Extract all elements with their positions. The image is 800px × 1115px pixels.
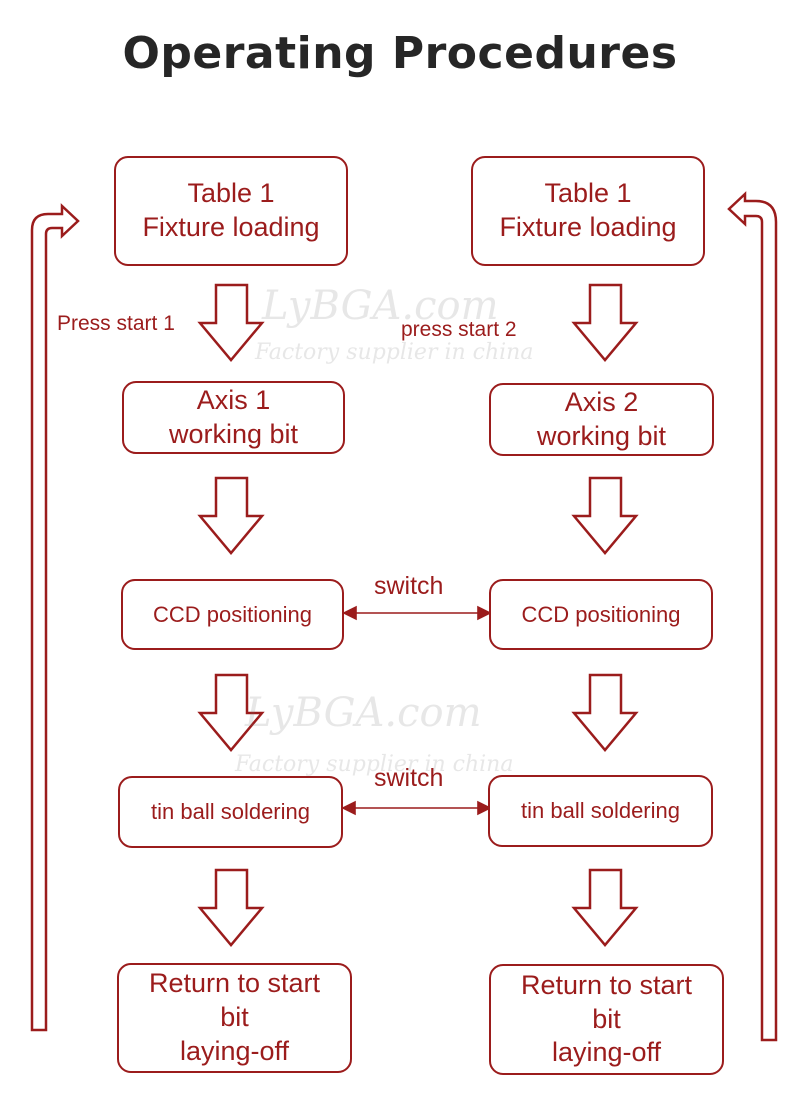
box-line: Return to start <box>148 968 321 999</box>
right-fixture-loading-box: Table 1 Fixture loading <box>471 156 705 266</box>
down-arrow-icon <box>571 283 639 362</box>
right-edge-label: press start 2 <box>401 318 517 341</box>
box-line: bit <box>592 1003 621 1034</box>
down-arrow-icon <box>571 868 639 947</box>
box-line: Axis 2 <box>564 386 639 417</box>
box-line: working bit <box>168 418 299 449</box>
box-line: Table 1 <box>187 178 275 209</box>
arrowhead-right-icon <box>477 605 492 621</box>
left-axis-box: Axis 1 working bit <box>122 381 345 454</box>
box-line: Axis 1 <box>196 384 271 415</box>
left-fixture-loading-box: Table 1 Fixture loading <box>114 156 348 266</box>
box-line: working bit <box>536 420 667 451</box>
box-line: CCD positioning <box>153 601 312 627</box>
arrowhead-left-icon <box>342 605 357 621</box>
watermark-logo: LyBGA.com <box>245 690 482 736</box>
left-edge-label: Press start 1 <box>57 312 175 335</box>
box-line: Fixture loading <box>499 212 677 242</box>
down-arrow-icon <box>197 476 265 555</box>
watermark-tagline: Factory supplier in china <box>235 752 514 777</box>
box-line: CCD positioning <box>521 601 681 627</box>
left-return-box: Return to start bit laying-off <box>117 963 352 1073</box>
box-line: tin ball soldering <box>521 798 680 824</box>
right-ccd-positioning-box: CCD positioning <box>489 579 713 650</box>
down-arrow-icon <box>197 673 265 752</box>
box-line: Table 1 <box>544 178 632 209</box>
down-arrow-icon <box>197 868 265 947</box>
arrowhead-right-icon <box>477 800 492 816</box>
right-axis-box: Axis 2 working bit <box>489 383 714 456</box>
down-arrow-icon <box>571 673 639 752</box>
return-loop-arrow-icon <box>727 191 778 1042</box>
down-arrow-icon <box>571 476 639 555</box>
box-line: Return to start <box>520 969 693 1000</box>
right-tin-ball-soldering-box: tin ball soldering <box>488 775 713 847</box>
box-line: bit <box>220 1002 249 1033</box>
left-tin-ball-soldering-box: tin ball soldering <box>118 776 343 848</box>
page-title: Operating Procedures <box>122 28 678 79</box>
switch-label: switch <box>374 572 444 600</box>
box-line: laying-off <box>551 1037 662 1068</box>
watermark-logo: LyBGA.com <box>262 283 499 329</box>
left-ccd-positioning-box: CCD positioning <box>121 579 344 650</box>
box-line: Fixture loading <box>142 212 320 242</box>
right-return-box: Return to start bit laying-off <box>489 964 724 1075</box>
switch-label: switch <box>374 764 444 792</box>
watermark-tagline: Factory supplier in china <box>255 340 534 365</box>
down-arrow-icon <box>197 283 265 362</box>
box-line: laying-off <box>179 1035 290 1066</box>
arrowhead-left-icon <box>341 800 356 816</box>
box-line: tin ball soldering <box>151 799 310 825</box>
return-loop-arrow-icon <box>30 203 80 1032</box>
